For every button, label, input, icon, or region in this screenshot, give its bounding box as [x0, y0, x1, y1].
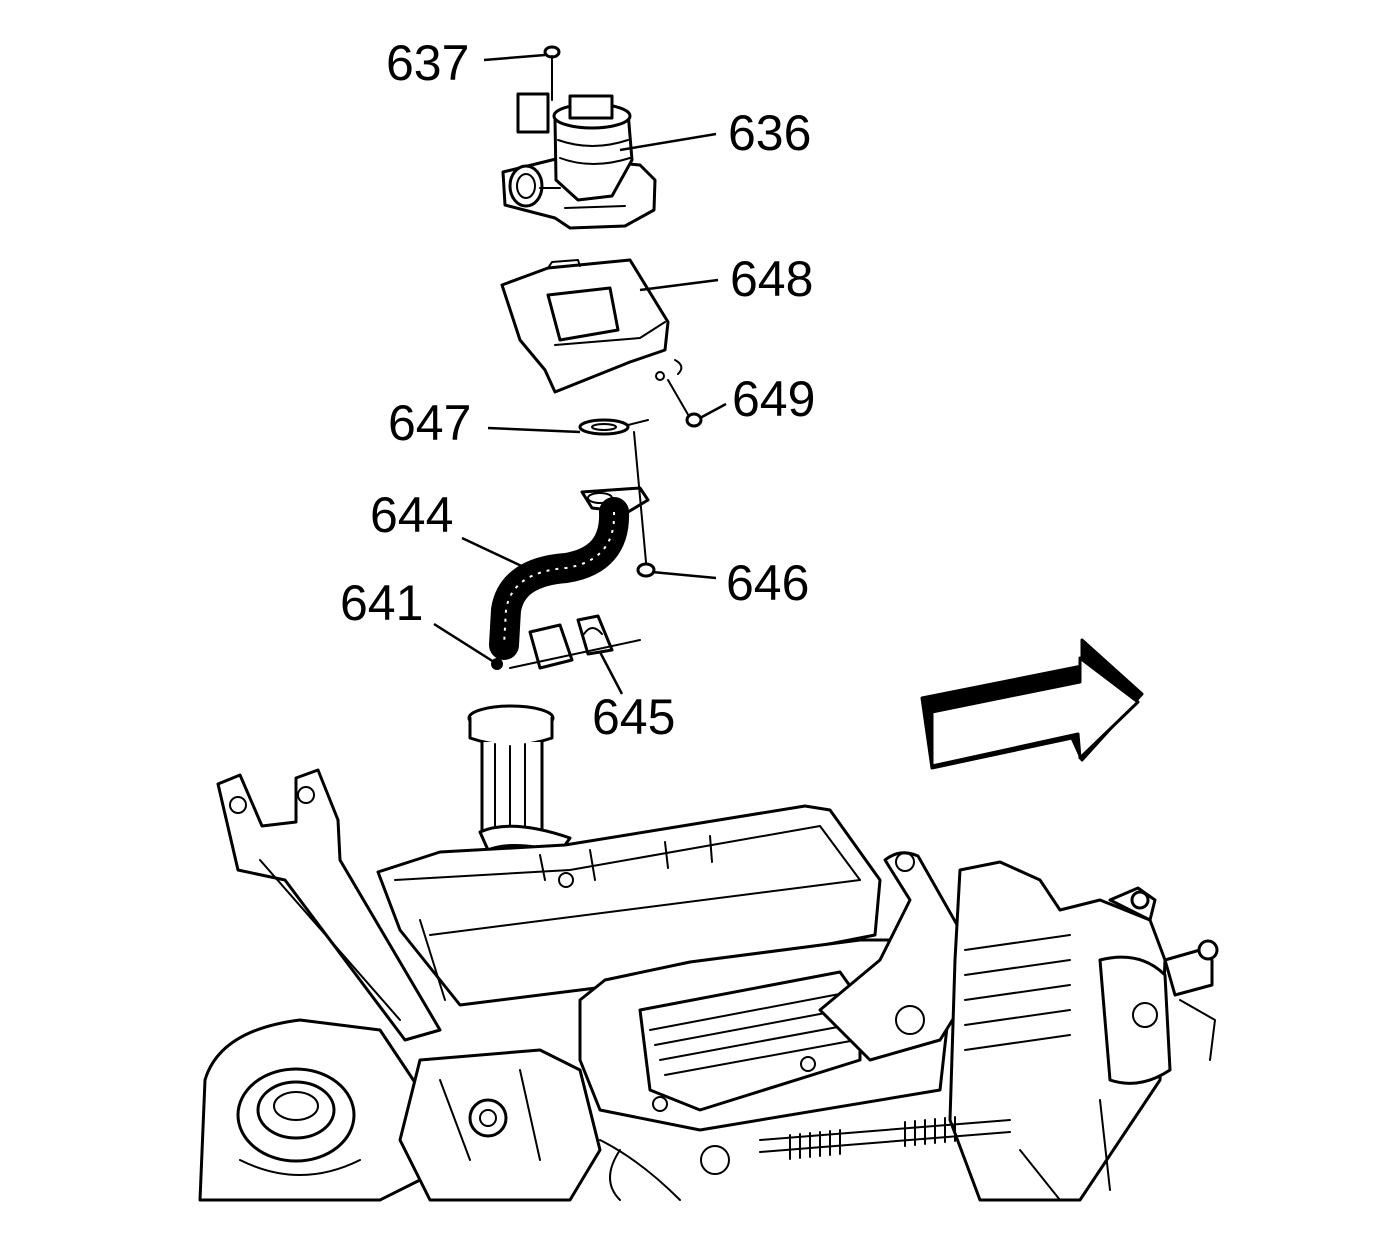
callout-647: 647: [388, 395, 471, 451]
callout-644: 644: [370, 487, 453, 543]
part-648-bracket: [500, 258, 683, 394]
callout-646: 646: [726, 555, 809, 611]
filler-neck: [467, 704, 572, 854]
part-649-bolt: [667, 379, 703, 428]
part-641-fastener: [491, 658, 503, 670]
callout-labels: 637 636 648 649 647 644 646 641 645: [340, 35, 815, 745]
leader-lines: [433, 53, 727, 695]
callout-637: 637: [386, 35, 469, 91]
part-636-valve: [501, 92, 657, 230]
part-645-clip: [509, 614, 641, 669]
callout-648: 648: [730, 251, 813, 307]
part-647-gasket: [578, 418, 649, 436]
part-646-bolt: [633, 431, 656, 578]
callout-645: 645: [592, 689, 675, 745]
callout-641: 641: [340, 575, 423, 631]
part-644-hose: [489, 486, 650, 670]
callout-636: 636: [728, 105, 811, 161]
callout-649: 649: [732, 371, 815, 427]
forward-arrow-icon: [920, 638, 1144, 770]
transmission-assembly: [198, 768, 1219, 1202]
part-637-bolt: [543, 45, 561, 101]
